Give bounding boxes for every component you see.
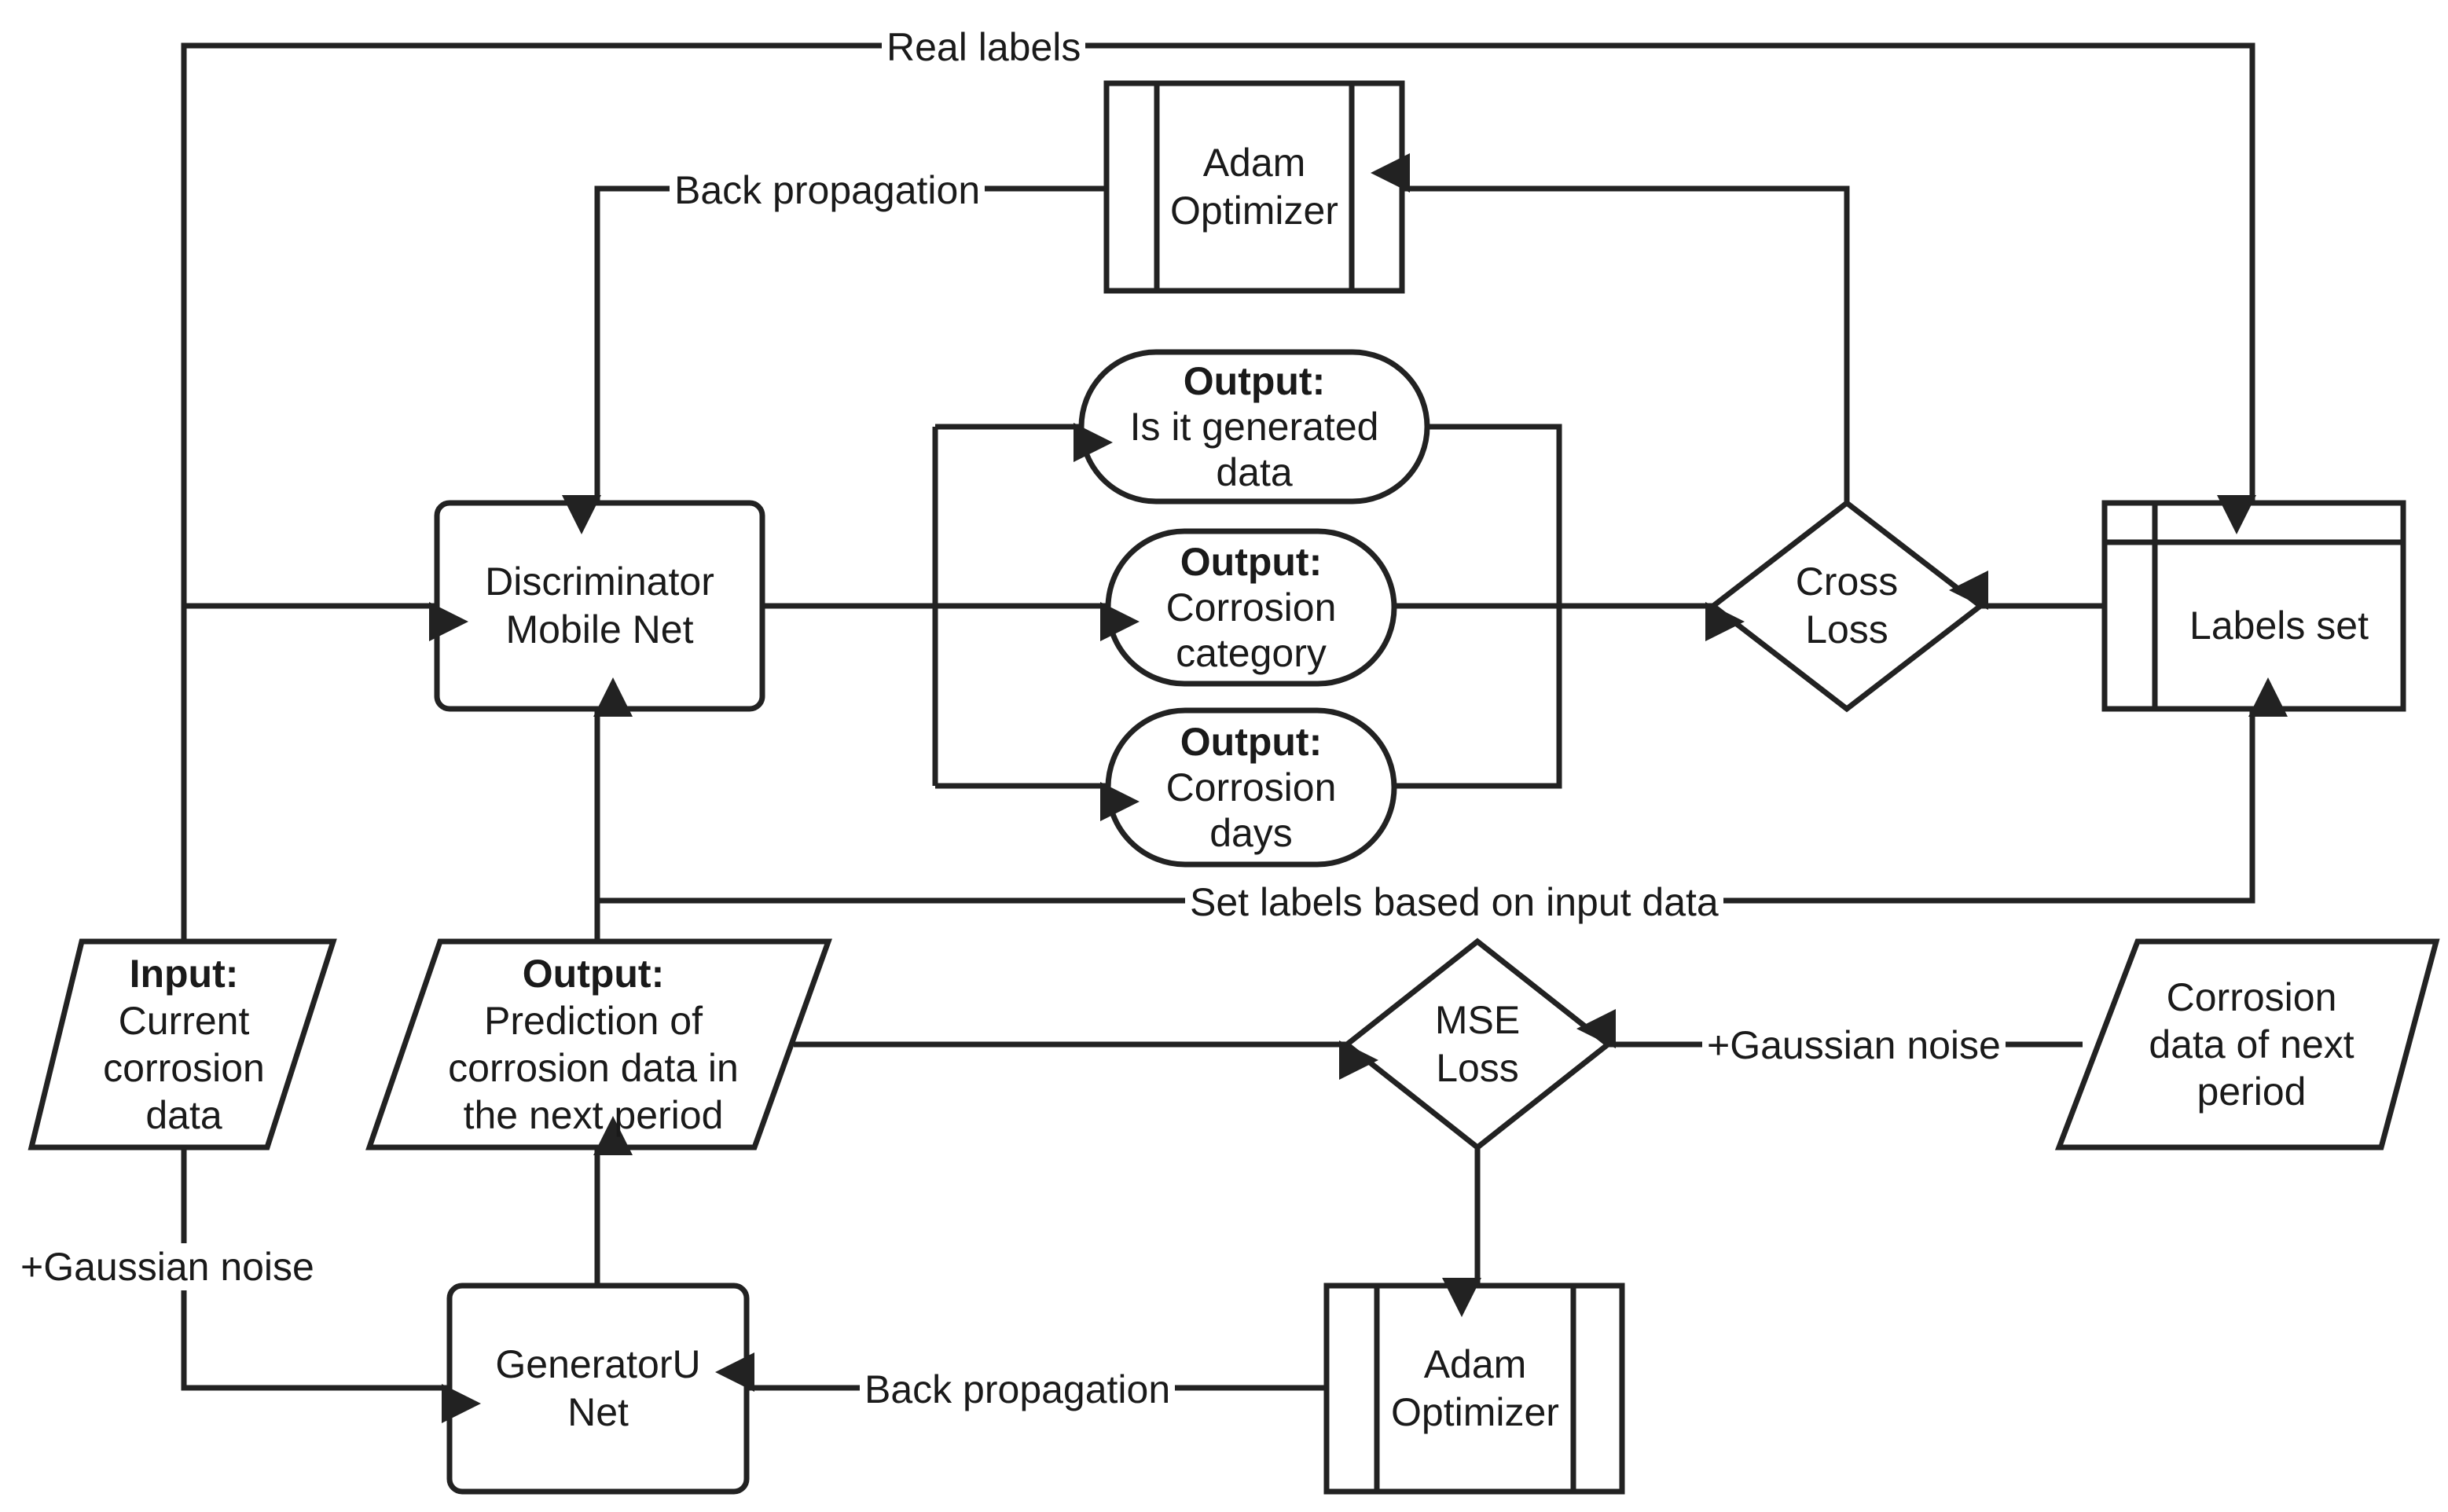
back-propagation-bottom-label: Back propagation	[860, 1366, 1176, 1413]
output-category-title: Output:	[1180, 540, 1323, 584]
output-days-title: Output:	[1180, 720, 1323, 764]
adam-top-label: Adam Optimizer	[1157, 83, 1352, 291]
next-period-parallelogram[interactable]	[2054, 938, 2440, 1151]
cross-loss-line1: Cross	[1795, 560, 1899, 604]
real-labels-label: Real labels	[882, 24, 1086, 71]
output-category-label: Output: Corrosion category	[1108, 531, 1394, 684]
adam-bottom-line1: Adam	[1423, 1342, 1527, 1386]
output-category-line2: category	[1176, 631, 1327, 675]
cross-loss-line2: Loss	[1805, 607, 1888, 651]
mse-loss-line1: MSE	[1434, 998, 1521, 1042]
adam-top-line1: Adam	[1202, 141, 1306, 185]
input-label: Input: Current corrosion data	[66, 941, 302, 1147]
next-period-line2: data of next	[2149, 1022, 2354, 1066]
generator-label: GeneratorU Net	[450, 1286, 747, 1492]
mse-loss-line2: Loss	[1436, 1046, 1519, 1090]
edge-input-to-generator	[181, 1147, 481, 1423]
adam-bottom-line2: Optimizer	[1391, 1390, 1559, 1434]
edge-cross-loss-to-adam	[1371, 153, 1850, 503]
labels-set-label: Labels set	[2155, 542, 2403, 709]
input-title: Input:	[129, 952, 239, 996]
output-generated-label: Output: Is it generated data	[1081, 352, 1427, 501]
next-period-line3: period	[2197, 1070, 2307, 1114]
prediction-parallelogram[interactable]	[365, 938, 832, 1151]
next-period-line1: Corrosion	[2166, 975, 2337, 1019]
set-labels-label: Set labels based on input data	[1185, 879, 1723, 926]
cross-loss-diamond[interactable]	[1708, 499, 1985, 713]
discriminator-label: Discriminator Mobile Net	[437, 503, 762, 709]
input-parallelogram[interactable]	[28, 938, 337, 1151]
back-propagation-top-label: Back propagation	[670, 167, 985, 214]
output-generated-title: Output:	[1183, 359, 1326, 403]
prediction-title: Output:	[522, 952, 665, 996]
gaussian-noise-right-label: +Gaussian noise	[1702, 1022, 2006, 1069]
discriminator-line2: Mobile Net	[505, 607, 694, 651]
mse-loss-label: MSE Loss	[1383, 973, 1572, 1116]
input-line1: Current	[118, 999, 250, 1043]
adam-bottom-label: Adam Optimizer	[1377, 1286, 1573, 1492]
output-category-line1: Corrosion	[1165, 585, 1337, 629]
gaussian-noise-left-label: +Gaussian noise	[16, 1243, 319, 1290]
prediction-label: Output: Prediction of corrosion data in …	[405, 941, 782, 1147]
adam-top-line2: Optimizer	[1170, 189, 1338, 233]
edge-real-labels	[181, 42, 2256, 941]
prediction-line2: corrosion data in	[448, 1046, 739, 1090]
discriminator-line1: Discriminator	[485, 560, 714, 604]
output-generated-line1: Is it generated	[1129, 405, 1379, 449]
output-days-line2: days	[1209, 811, 1293, 855]
labels-set-text: Labels set	[2189, 603, 2369, 648]
output-days-label: Output: Corrosion days	[1108, 710, 1394, 864]
generator-line2: Net	[567, 1390, 629, 1434]
edge-back-propagation-top	[562, 185, 1107, 534]
output-generated-line2: data	[1216, 450, 1293, 494]
input-line2: corrosion	[103, 1046, 265, 1090]
prediction-line1: Prediction of	[484, 999, 703, 1043]
cross-loss-label: Cross Loss	[1753, 534, 1941, 677]
prediction-line3: the next period	[463, 1093, 724, 1137]
edge-set-labels	[597, 677, 2288, 904]
generator-line1: GeneratorU	[495, 1342, 701, 1386]
input-line3: data	[145, 1093, 222, 1137]
output-days-line1: Corrosion	[1165, 765, 1337, 809]
next-period-label: Corrosion data of next period	[2122, 941, 2381, 1147]
